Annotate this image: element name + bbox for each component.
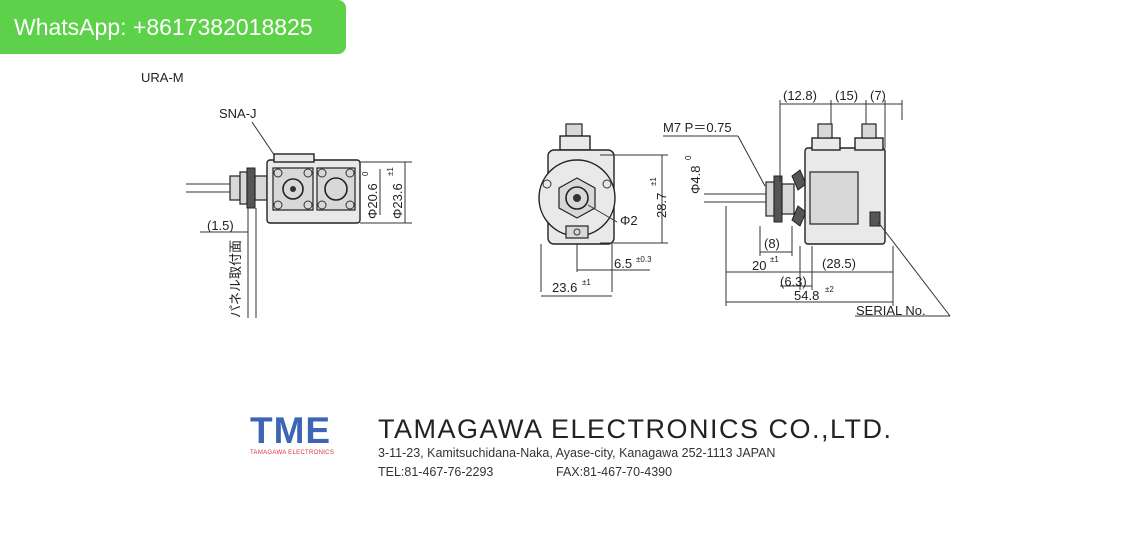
dim-6-3: (6.3)	[780, 274, 807, 289]
model-label: URA-M	[141, 70, 184, 85]
panel-label: パネル取付面	[228, 240, 243, 318]
dim-phi-20-6-tol: 0	[361, 171, 370, 176]
tme-logo: TME TAMAGAWA ELECTRONICS	[250, 410, 335, 456]
dim-28-7: 28.7	[654, 193, 669, 218]
tme-logo-sub: TAMAGAWA ELECTRONICS	[250, 450, 335, 456]
front-view-body	[538, 123, 616, 245]
dim-20: 20	[752, 258, 766, 273]
dim-phi-2: Φ2	[620, 213, 638, 228]
dim-6-5: 6.5	[614, 256, 632, 271]
thread-label: M7 P＝0.75	[663, 120, 732, 135]
company-address: 3-11-23, Kamitsuchidana-Naka, Ayase-city…	[378, 446, 776, 460]
dim-23-6-tol: ±1	[582, 278, 591, 287]
dim-8: (8)	[764, 236, 780, 251]
serial-label: SERIAL No.	[856, 303, 926, 318]
dim-54-8-tol: ±2	[825, 285, 834, 294]
nut-label: SNA-J	[219, 106, 257, 121]
dim-left-offset: (1.5)	[207, 218, 234, 233]
dim-7: (7)	[870, 88, 886, 103]
dim-28-5: (28.5)	[822, 256, 856, 271]
dim-phi-23-6: Φ23.6	[390, 183, 405, 219]
whatsapp-label: WhatsApp: +8617382018825	[14, 13, 313, 40]
dim-phi-23-6-tol: ±1	[386, 167, 395, 176]
dim-15: (15)	[835, 88, 858, 103]
tme-logo-text: TME	[250, 410, 332, 451]
dim-23-6: 23.6	[552, 280, 577, 295]
dim-12-8: (12.8)	[783, 88, 817, 103]
company-tel: TEL:81-467-76-2293	[378, 465, 494, 479]
company-name: TAMAGAWA ELECTRONICS CO.,LTD.	[378, 414, 893, 444]
dim-28-7-tol: ±1	[649, 177, 658, 186]
dim-phi-4-8-tol: 0	[684, 155, 693, 160]
dim-6-5-tol: ±0.3	[636, 255, 652, 264]
left-view-body	[186, 153, 361, 224]
dim-phi-20-6: Φ20.6	[365, 183, 380, 219]
dim-20-tol: ±1	[770, 255, 779, 264]
dim-54-8: 54.8	[794, 288, 819, 303]
company-fax: FAX:81-467-70-4390	[556, 465, 673, 479]
side-view-body	[726, 123, 886, 245]
whatsapp-badge[interactable]: WhatsApp: +8617382018825	[0, 0, 346, 54]
dim-phi-4-8: Φ4.8	[688, 166, 703, 194]
